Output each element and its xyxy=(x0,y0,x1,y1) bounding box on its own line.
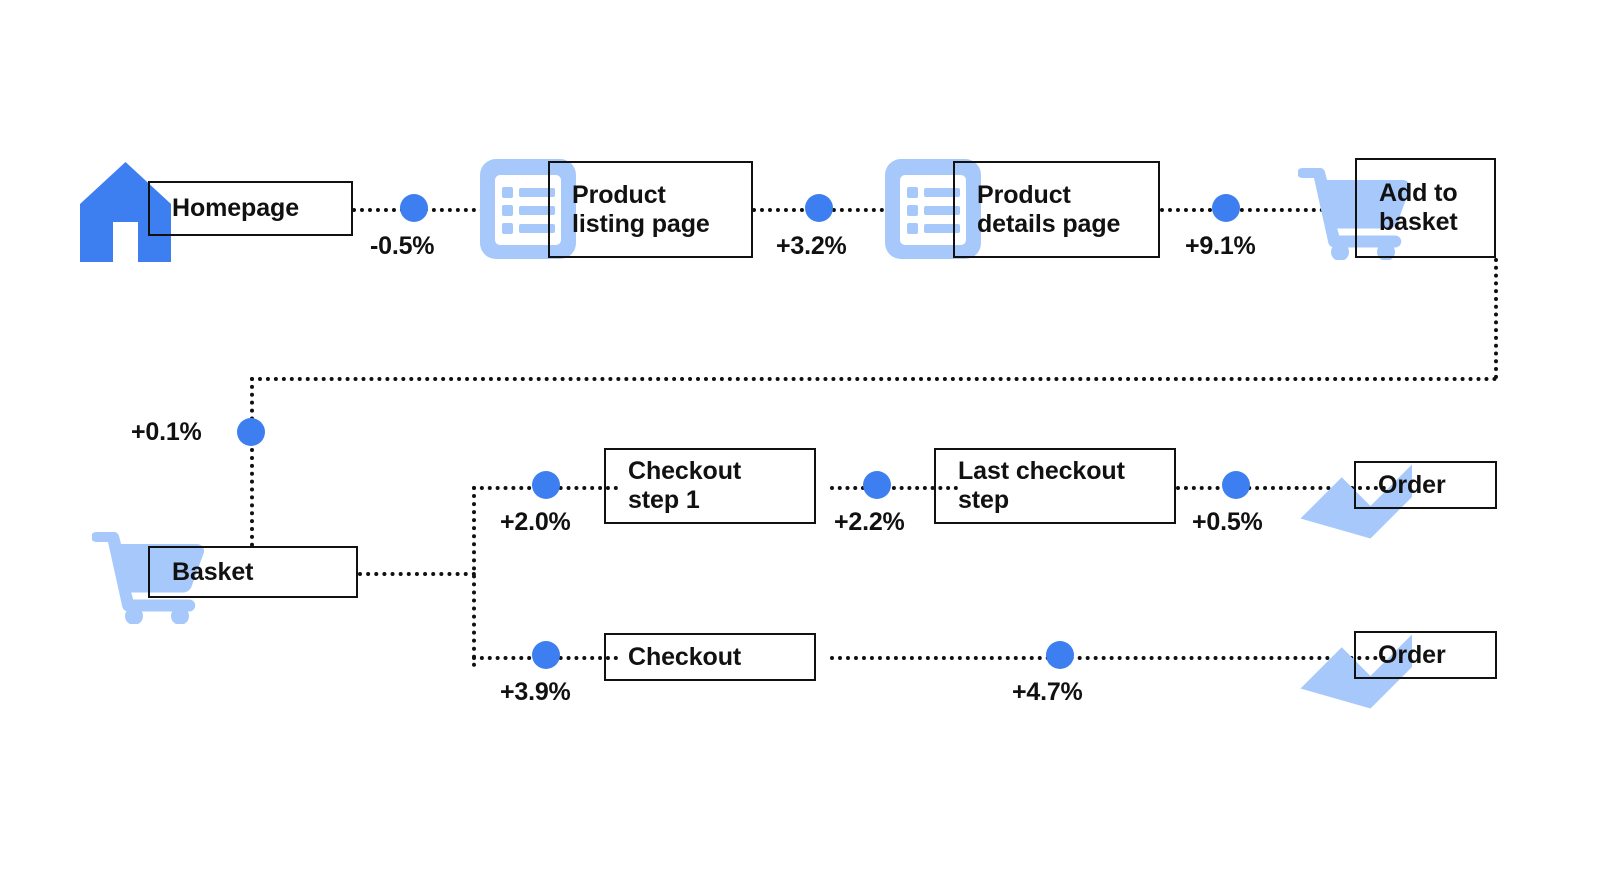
node-label: Product listing page xyxy=(572,180,710,238)
node-label: Order xyxy=(1378,640,1446,669)
transition-value-t5: +2.0% xyxy=(500,508,571,536)
node-label: Basket xyxy=(172,557,254,586)
transition-value-t6: +2.2% xyxy=(834,508,905,536)
node-basket[interactable]: Basket xyxy=(148,546,358,598)
transition-value-t7: +0.5% xyxy=(1192,508,1263,536)
connector-product-details-to-add-to-basket xyxy=(1160,208,1356,212)
node-label: Checkout step 1 xyxy=(628,457,742,514)
connector-product-listing-to-product-details xyxy=(752,208,948,212)
node-checkout[interactable]: Checkout xyxy=(604,633,816,681)
transition-dot-t7[interactable] xyxy=(1222,471,1250,499)
connector-last-checkout-to-order xyxy=(1176,486,1386,490)
connector-add-to-basket-across xyxy=(250,377,1498,381)
transition-value-t3: +9.1% xyxy=(1185,232,1256,260)
node-checkout-step-1[interactable]: Checkout step 1 xyxy=(604,448,816,524)
node-label: Add to basket xyxy=(1379,179,1458,236)
node-last-checkout-step[interactable]: Last checkout step xyxy=(934,448,1176,524)
node-label: Order xyxy=(1378,470,1446,499)
shopping-cart-icon xyxy=(1298,160,1410,260)
list-page-icon xyxy=(480,159,576,259)
node-homepage[interactable]: Homepage xyxy=(148,181,353,236)
check-mark-icon xyxy=(1290,432,1412,542)
node-add-to-basket[interactable]: Add to basket xyxy=(1355,158,1496,258)
connector-add-to-basket-down xyxy=(1494,258,1498,379)
node-label: Checkout xyxy=(628,642,742,671)
connector-basket-out xyxy=(358,572,476,576)
node-product-listing-page[interactable]: Product listing page xyxy=(548,161,753,258)
node-label: Homepage xyxy=(172,194,300,222)
transition-dot-t4[interactable] xyxy=(237,418,265,446)
transition-value-t8: +3.9% xyxy=(500,678,571,706)
node-label: Product details page xyxy=(977,180,1121,238)
node-label: Last checkout step xyxy=(958,457,1125,514)
transition-dot-t3[interactable] xyxy=(1212,194,1240,222)
connector-homepage-to-product-listing xyxy=(352,208,548,212)
transition-value-t9: +4.7% xyxy=(1012,678,1083,706)
transition-dot-t2[interactable] xyxy=(805,194,833,222)
connector-checkout-to-order xyxy=(830,656,1386,660)
connector-checkout-step-1-to-last-checkout xyxy=(830,486,958,490)
transition-value-t4: +0.1% xyxy=(131,418,202,446)
transition-dot-t6[interactable] xyxy=(863,471,891,499)
connector-basket-branch-vertical xyxy=(472,486,476,667)
transition-dot-t8[interactable] xyxy=(532,641,560,669)
transition-dot-t5[interactable] xyxy=(532,471,560,499)
transition-dot-t1[interactable] xyxy=(400,194,428,222)
check-mark-icon xyxy=(1290,602,1412,712)
connector-down-to-basket xyxy=(250,377,254,547)
node-order-bottom[interactable]: Order xyxy=(1354,631,1497,679)
node-order-top[interactable]: Order xyxy=(1354,461,1497,509)
list-page-icon xyxy=(885,159,981,259)
node-product-details-page[interactable]: Product details page xyxy=(953,161,1160,258)
transition-dot-t9[interactable] xyxy=(1046,641,1074,669)
transition-value-t1: -0.5% xyxy=(370,232,435,260)
transition-value-t2: +3.2% xyxy=(776,232,847,260)
